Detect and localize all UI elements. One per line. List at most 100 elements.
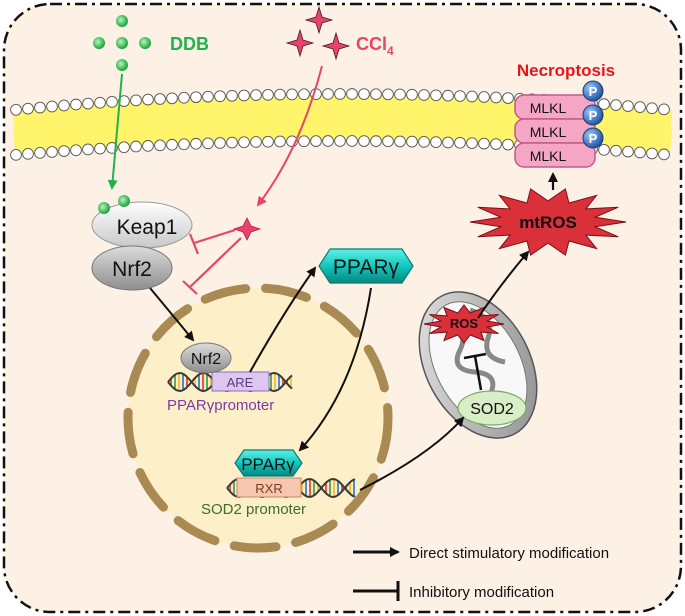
lipid-head xyxy=(442,136,454,149)
ppar-cytoplasm-label: PPARγ xyxy=(333,256,400,279)
lipid-head xyxy=(658,103,670,116)
lipid-head xyxy=(310,135,322,147)
lipid-head xyxy=(394,135,406,148)
lipid-head xyxy=(622,145,634,158)
nrf2-label: Nrf2 xyxy=(112,258,152,281)
lipid-head xyxy=(106,96,118,108)
lipid-head xyxy=(142,93,154,106)
inhibit-radical-nrf2 xyxy=(182,237,242,295)
lipid-head xyxy=(94,142,106,155)
rxr-label: RXR xyxy=(255,481,282,496)
lipid-head xyxy=(298,88,310,101)
ccl4-label-main: CCl xyxy=(356,34,387,54)
mlkl-box-3 xyxy=(514,142,596,168)
lipid-head xyxy=(214,90,226,103)
lipid-head xyxy=(442,89,454,102)
lipid-head xyxy=(130,140,142,153)
lipid-head xyxy=(334,135,346,147)
lipid-head xyxy=(82,143,94,156)
lipid-head xyxy=(70,144,82,157)
nucleus-membrane xyxy=(123,283,393,553)
lipid-head xyxy=(598,98,610,110)
lipid-head xyxy=(478,137,490,150)
lipid-head xyxy=(10,103,22,116)
lipid-head xyxy=(22,147,34,160)
necroptosis-label: Necroptosis xyxy=(517,61,615,80)
lipid-head xyxy=(274,88,286,101)
ppar-nuclear-label: PPARγ xyxy=(241,455,295,474)
lipid-head xyxy=(346,135,358,147)
lipid-head xyxy=(334,88,346,100)
lipid-head xyxy=(430,89,442,102)
mlkl-complex: MLKL MLKL MLKL P P P xyxy=(514,80,604,168)
sod2-node xyxy=(457,390,527,426)
lipid-head xyxy=(502,138,514,151)
lipid-head xyxy=(502,92,514,104)
ddb-bound-icon xyxy=(98,202,110,214)
lipid-head xyxy=(466,137,478,150)
ccl4-arrow xyxy=(256,65,323,207)
phospho-label: P xyxy=(589,108,598,123)
ros-label: ROS xyxy=(450,316,479,331)
lipid-head xyxy=(598,144,610,156)
ddb-bound-icon xyxy=(118,195,130,207)
ddb-molecule-icon xyxy=(93,15,151,71)
mtros-burst-icon xyxy=(469,188,627,256)
mlkl-label-3: MLKL xyxy=(530,148,567,164)
radical-star-icon xyxy=(232,217,262,241)
lipid-head xyxy=(634,146,646,159)
lipid-head xyxy=(58,145,70,157)
ppar-nuclear-node xyxy=(234,449,303,477)
lipid-head xyxy=(646,147,658,160)
promoter-to-ppar-arrow xyxy=(249,266,317,373)
lipid-head xyxy=(58,99,70,112)
ccl4-label-sub: 4 xyxy=(387,44,394,58)
legend: Direct stimulatory modification Inhibito… xyxy=(353,545,609,601)
lipid-head xyxy=(262,88,274,101)
lipid-head xyxy=(466,90,478,103)
lipid-head xyxy=(478,91,490,103)
lipid-head xyxy=(82,97,94,110)
legend-inhibitory-label: Inhibitory modification xyxy=(409,584,554,601)
ppar-to-nucleus-arrow xyxy=(298,287,372,452)
lipid-head xyxy=(214,137,226,149)
lipid-head xyxy=(646,102,658,115)
phospho-label: P xyxy=(589,84,598,99)
lipid-head xyxy=(202,90,214,103)
sod2-promoter-label: SOD2 promoter xyxy=(201,501,306,518)
ppar-promoter-label: PPARγpromoter xyxy=(167,397,274,414)
mlkl-label-1: MLKL xyxy=(530,100,567,116)
lipid-head xyxy=(34,101,46,114)
are-label: ARE xyxy=(227,375,254,390)
lipid-head xyxy=(178,138,190,151)
lipid-head xyxy=(322,88,334,100)
lipid-head xyxy=(382,88,394,101)
lipid-head xyxy=(358,88,370,100)
mtros-label: mtROS xyxy=(519,213,577,232)
lipid-head xyxy=(298,135,310,148)
lipid-head xyxy=(22,102,34,115)
are-box xyxy=(211,371,270,392)
lipid-head xyxy=(490,138,502,150)
legend-stimulatory-label: Direct stimulatory modification xyxy=(409,545,609,562)
lipid-head xyxy=(382,135,394,148)
lipid-head xyxy=(490,91,502,104)
lipid-head xyxy=(322,135,334,147)
lipid-head xyxy=(454,136,466,149)
ppar-cytoplasm-node xyxy=(318,248,414,284)
lipid-head xyxy=(10,148,22,161)
ros-to-mtros-arrow xyxy=(477,250,530,319)
lipid-head xyxy=(46,146,58,158)
nrf2-node xyxy=(91,245,173,291)
sod2-label: SOD2 xyxy=(470,401,514,418)
ccl4-molecule-icon xyxy=(285,5,351,61)
lipid-head xyxy=(202,137,214,150)
lipid-head xyxy=(118,95,130,107)
mlkl-label-2: MLKL xyxy=(530,124,567,140)
lipid-head xyxy=(226,136,238,149)
lipid-head xyxy=(250,136,262,148)
lipid-head xyxy=(154,139,166,152)
nrf2-nuclear-label: Nrf2 xyxy=(191,351,221,368)
lipid-head xyxy=(418,89,430,101)
